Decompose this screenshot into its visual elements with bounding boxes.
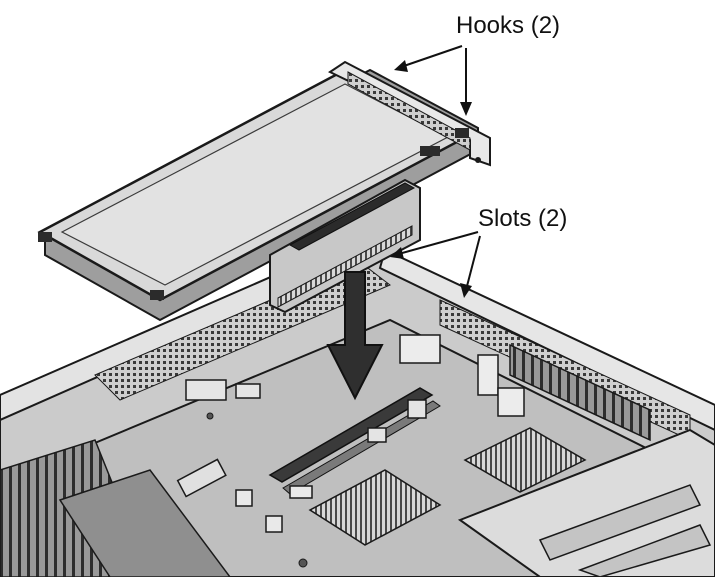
hooks-leader-lines [397,45,467,108]
motherboard [0,318,715,577]
slots-arrowhead-left [390,247,404,259]
slots-callout-label: Slots (2) [478,205,568,232]
slots-leader-lines [394,231,481,291]
riser-card-assembly [37,60,491,322]
arrow-down-icon [326,271,384,401]
hooks-arrowhead-right [460,102,472,116]
hooks-arrowhead-left [394,60,408,72]
slots-arrowhead-right [460,283,472,298]
hooks-callout-label: Hooks (2) [456,12,561,39]
